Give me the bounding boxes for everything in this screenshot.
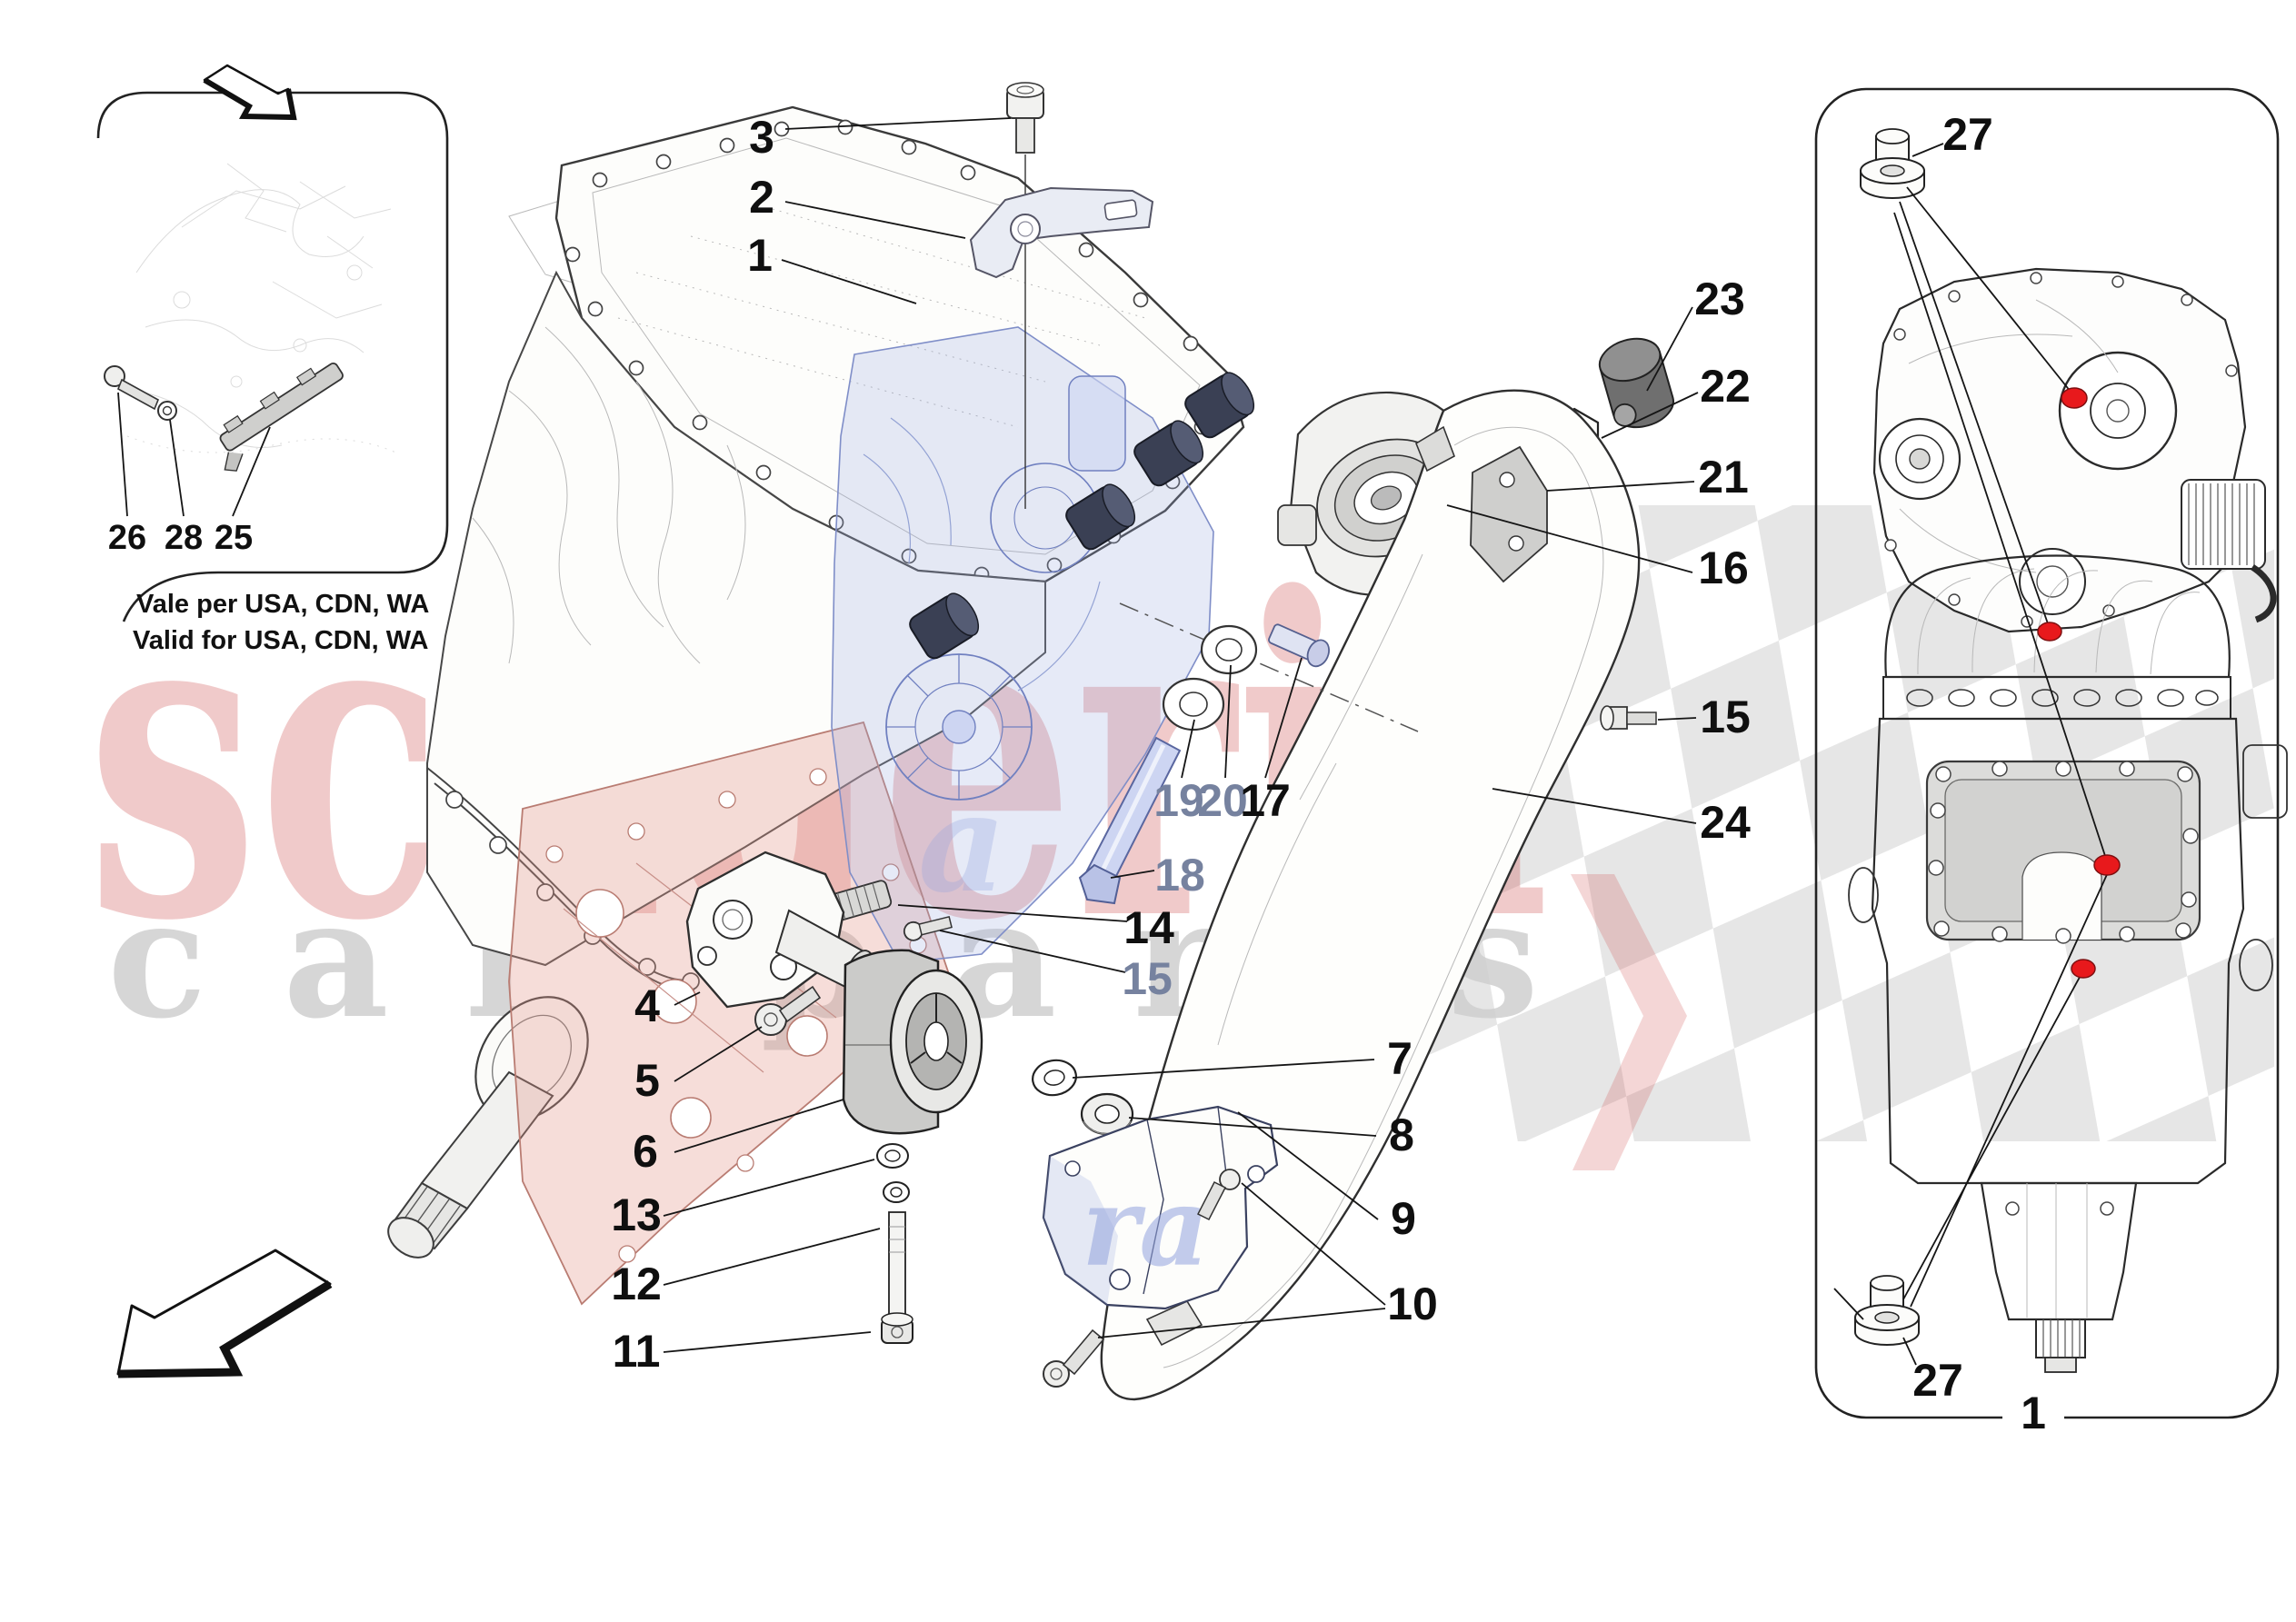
red-position-markers bbox=[2037, 387, 2121, 979]
grommet-part-27-top bbox=[1860, 128, 1925, 199]
callout-15-left: 15 bbox=[1122, 953, 1173, 1004]
callout-8: 8 bbox=[1389, 1110, 1414, 1160]
callout-23: 23 bbox=[1694, 274, 1745, 324]
callout-11: 11 bbox=[613, 1326, 661, 1377]
inset-box: 26 28 25 Vale per USA, CDN, WA Valid for… bbox=[96, 64, 449, 655]
callout-4: 4 bbox=[634, 980, 660, 1031]
callout-9: 9 bbox=[1391, 1193, 1416, 1244]
callout-20: 20 bbox=[1197, 775, 1248, 826]
callout-5: 5 bbox=[634, 1055, 660, 1106]
callout-27-top: 27 bbox=[1942, 109, 1993, 160]
callout-22: 22 bbox=[1700, 361, 1751, 412]
callout-28: 28 bbox=[165, 519, 203, 557]
callout-13: 13 bbox=[611, 1189, 662, 1240]
inset-washer-part bbox=[157, 401, 177, 421]
callout-26: 26 bbox=[108, 519, 146, 557]
svg-text:ra: ra bbox=[1082, 1163, 1210, 1291]
bolt-part-10b bbox=[1043, 1328, 1105, 1388]
bolt-part-15-left bbox=[903, 915, 953, 941]
mount-part-6 bbox=[842, 949, 983, 1135]
inset-faint-sketch bbox=[126, 163, 401, 455]
damper-part-23 bbox=[1598, 337, 1674, 429]
bolt-part-15-right bbox=[1600, 705, 1657, 731]
callout-6: 6 bbox=[633, 1126, 658, 1177]
inset-rail-part bbox=[219, 363, 344, 472]
watermark-chevron bbox=[1571, 874, 1687, 1170]
bolt-part-12-11 bbox=[881, 1211, 913, 1344]
panel-leader-lines bbox=[1833, 143, 2110, 1366]
leader-lines bbox=[663, 117, 1699, 1353]
callout-21: 21 bbox=[1698, 452, 1749, 503]
callout-assembly-1: 1 bbox=[2021, 1388, 2046, 1438]
callout-17: 17 bbox=[1240, 775, 1291, 826]
callout-24: 24 bbox=[1700, 797, 1751, 848]
inset-note-italian: Vale per USA, CDN, WA bbox=[136, 590, 429, 619]
washer-part-20 bbox=[1200, 624, 1258, 675]
direction-arrow-icon bbox=[203, 64, 297, 121]
support-bracket-part-9: ra bbox=[1042, 1105, 1279, 1310]
callout-14: 14 bbox=[1123, 902, 1174, 953]
label-gap-chip bbox=[2002, 1390, 2064, 1434]
pin-part-17 bbox=[1268, 623, 1330, 668]
blue-highlighted-cluster: a bbox=[831, 326, 1214, 964]
washer-part-7 bbox=[1032, 1059, 1077, 1097]
callout-15-right: 15 bbox=[1700, 692, 1751, 742]
callout-27-bottom: 27 bbox=[1912, 1355, 1963, 1406]
callout-10: 10 bbox=[1387, 1279, 1438, 1329]
panel-lower-view bbox=[1848, 554, 2288, 1373]
dashed-assembly-axis bbox=[1119, 602, 1419, 732]
grommet-part-27-bottom bbox=[1854, 1275, 1920, 1346]
bolt-part-5 bbox=[754, 985, 822, 1036]
rubber-mounts-installed bbox=[909, 372, 1255, 660]
big-direction-arrow bbox=[116, 1249, 333, 1378]
callout-2: 2 bbox=[749, 172, 774, 223]
callout-12: 12 bbox=[611, 1259, 662, 1309]
panel-upper-view bbox=[1872, 267, 2277, 633]
callout-16: 16 bbox=[1698, 542, 1749, 593]
callout-3: 3 bbox=[749, 112, 774, 163]
callout-7: 7 bbox=[1387, 1033, 1413, 1084]
svg-text:a: a bbox=[918, 763, 1006, 923]
reference-panel: 27 27 1 bbox=[1814, 87, 2288, 1438]
inset-note-english: Valid for USA, CDN, WA bbox=[133, 626, 429, 655]
callout-1: 1 bbox=[747, 230, 773, 281]
bracket-part-2 bbox=[969, 186, 1154, 279]
bolt-part-18 bbox=[1078, 736, 1182, 905]
bolt-part-3 bbox=[1006, 82, 1044, 154]
callout-19: 19 bbox=[1153, 775, 1204, 826]
callout-labels: 3 2 1 23 22 21 16 15 24 19 20 17 18 14 1… bbox=[611, 112, 1751, 1377]
washer-part-19 bbox=[1162, 677, 1225, 731]
bolt-part-10a bbox=[1196, 1169, 1241, 1221]
washers-part-13 bbox=[876, 1143, 910, 1203]
callout-18: 18 bbox=[1154, 850, 1205, 901]
callout-25: 25 bbox=[215, 519, 253, 557]
inset-bolt-part bbox=[104, 365, 160, 411]
